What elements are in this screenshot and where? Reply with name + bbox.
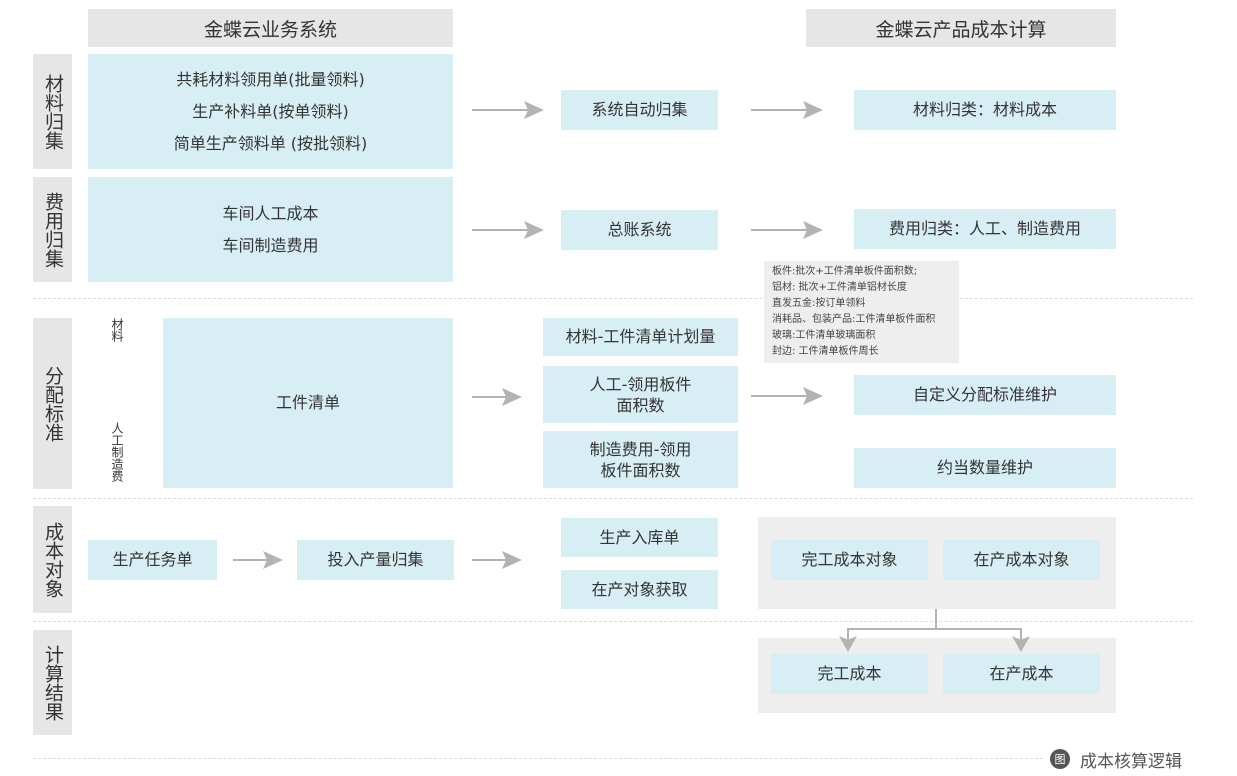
expense-source-item: 车间人工成本 [222,203,319,223]
expense-category-box: 费用归类：人工、制造费用 [854,209,1116,249]
equivalent-quantity-box: 约当数量维护 [854,448,1116,488]
wip-cost-object-box: 在产成本对象 [943,540,1100,580]
tooltip-line: 封边: 工件清单板件周长 [772,346,879,357]
arrowhead [524,221,544,239]
overhead-area-line: 板件面积数 [600,460,681,480]
auto-collect-box: 系统自动归集 [561,90,718,130]
header-business-system: 金蝶云业务系统 [88,9,453,47]
material-category-box: 材料归类：材料成本 [854,90,1116,130]
arrow-branch-right [936,628,1022,642]
tooltip-line: 直发五金:按订单领料 [772,298,866,309]
arrowhead [803,387,823,405]
row-label-result: 计算结果 [33,630,72,735]
tooltip-line: 铝材: 批次+工件清单铝材长度 [772,282,907,293]
arrowhead [1012,636,1030,652]
allocation-rule-tooltip: 板件:批次+工件清单板件面积数; 铝材: 批次+工件清单铝材长度 直发五金:按订… [764,261,959,363]
material-source-item: 生产补料单(按单领料) [192,101,349,121]
arrowhead [502,388,522,406]
labor-area-box: 人工-领用板件 面积数 [543,366,738,423]
row-label-material: 材料归集 [33,54,72,169]
figure-caption: 图 成本核算逻辑 [1050,747,1182,772]
stock-in-box: 生产入库单 [561,518,718,557]
separator [33,298,1193,299]
side-label-material: 材料 [110,318,124,342]
tooltip-line: 消耗品、包装产品:工件清单板件面积 [772,314,936,325]
wip-cost-box: 在产成本 [943,654,1100,694]
arrow-branch-left [847,628,936,642]
row-label-allocation: 分配标准 [33,318,72,489]
arrowhead [263,551,283,569]
input-output-box: 投入产量归集 [297,540,454,580]
tooltip-line: 玻璃:工件清单玻璃面积 [772,330,876,341]
material-source-item: 共耗材料领用单(批量领料) [176,69,365,89]
caption-text: 成本核算逻辑 [1080,751,1182,772]
side-label-labor-overhead: 人工制造费 [110,422,124,482]
expense-source-item: 车间制造费用 [222,235,319,255]
overhead-area-line: 制造费用-领用 [589,439,692,459]
overhead-area-box: 制造费用-领用 板件面积数 [543,431,738,488]
custom-standard-box: 自定义分配标准维护 [854,375,1116,415]
production-task-box: 生产任务单 [88,540,217,580]
row-label-cost-object: 成本对象 [33,506,72,613]
material-plan-box: 材料-工件清单计划量 [543,318,738,356]
separator [33,621,1193,622]
separator [33,758,1043,759]
workpiece-list-box: 工件清单 [163,318,453,488]
separator [33,498,1193,499]
labor-area-line: 人工-领用板件 [589,374,692,394]
arrowhead [502,551,522,569]
arrowhead [803,101,823,119]
wip-fetch-box: 在产对象获取 [561,570,718,609]
labor-area-line: 面积数 [616,395,665,415]
material-sources-box: 共耗材料领用单(批量领料) 生产补料单(按单领料) 简单生产领料单 (按批领料) [88,54,453,169]
tooltip-line: 板件:批次+工件清单板件面积数; [772,266,918,277]
arrowhead [803,221,823,239]
arrowhead [524,101,544,119]
expense-sources-box: 车间人工成本 车间制造费用 [88,177,453,282]
finished-cost-object-box: 完工成本对象 [771,540,928,580]
figure-icon: 图 [1050,749,1070,769]
finished-cost-box: 完工成本 [771,654,928,694]
arrowhead [839,636,857,652]
row-label-expense: 费用归集 [33,177,72,282]
material-source-item: 简单生产领料单 (按批领料) [173,133,368,153]
header-cost-calculation: 金蝶云产品成本计算 [806,9,1116,47]
ledger-system-box: 总账系统 [561,210,718,250]
